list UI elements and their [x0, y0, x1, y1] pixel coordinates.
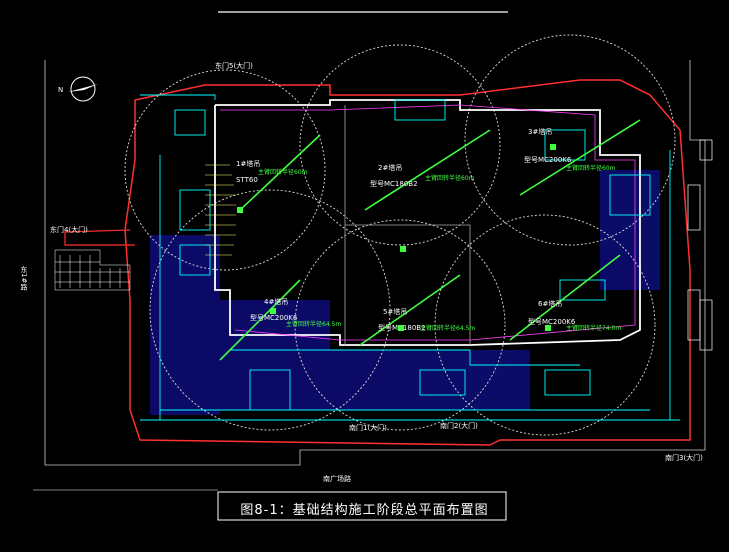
tower-radius: 主臂回转半径60m [425, 174, 475, 182]
gate1-label: 南门1(大门) [349, 423, 387, 432]
tower-labels: 1#塔吊 STT60 主臂回转半径60m 2#塔吊 型号MC180B2 主臂回转… [236, 127, 621, 332]
stair-block [205, 164, 236, 256]
crane-swing-circles [124, 34, 676, 436]
crane-booms [219, 119, 641, 361]
tower-radius: 主臂回转半径64.5m [286, 320, 341, 328]
gate3-label: 南门3(大门) [665, 453, 703, 462]
north-arrow-icon: N [58, 76, 98, 102]
gate5-label: 东门5(大门) [215, 61, 253, 70]
boundary-fence [124, 79, 691, 446]
north-label: N [58, 86, 63, 94]
tower-name: 5#塔吊 [383, 307, 407, 316]
facility-lines [140, 94, 680, 421]
south-road-label: 南广场路 [323, 474, 351, 483]
tower-name: 3#塔吊 [528, 127, 552, 136]
tower-radius: 主臂回转半径64.5m [420, 324, 475, 332]
tower-model: 型号MC200K6 [528, 317, 576, 326]
caption-box [217, 491, 507, 521]
tower-name: 6#塔吊 [538, 299, 562, 308]
tower-name: 1#塔吊 [236, 159, 260, 168]
tower-model: 型号MC200K6 [524, 155, 572, 164]
tower-radius: 主臂回转半径74.0m [566, 324, 621, 332]
tower-name: 4#塔吊 [264, 297, 288, 306]
crane-markers [237, 144, 556, 331]
tower-model: 型号MC200K6 [250, 313, 298, 322]
gate2-label: 南门2(大门) [440, 421, 478, 430]
west-road-label: 东1#路 [20, 265, 28, 291]
site-outline [44, 60, 706, 466]
tower-radius: 主臂回转半径60m [258, 168, 308, 176]
west-grid-block [54, 249, 131, 291]
tower-radius: 主臂回转半径60m [566, 164, 616, 172]
tower-model: 型号MC180B2 [370, 179, 418, 188]
tower-name: 2#塔吊 [378, 163, 402, 172]
east-boxes [687, 139, 713, 351]
figure-caption: 图8-1：基础结构施工阶段总平面布置图 [240, 503, 489, 518]
gate4-label: 东门4(大门) [50, 225, 88, 234]
tower-model: STT60 [236, 176, 258, 184]
